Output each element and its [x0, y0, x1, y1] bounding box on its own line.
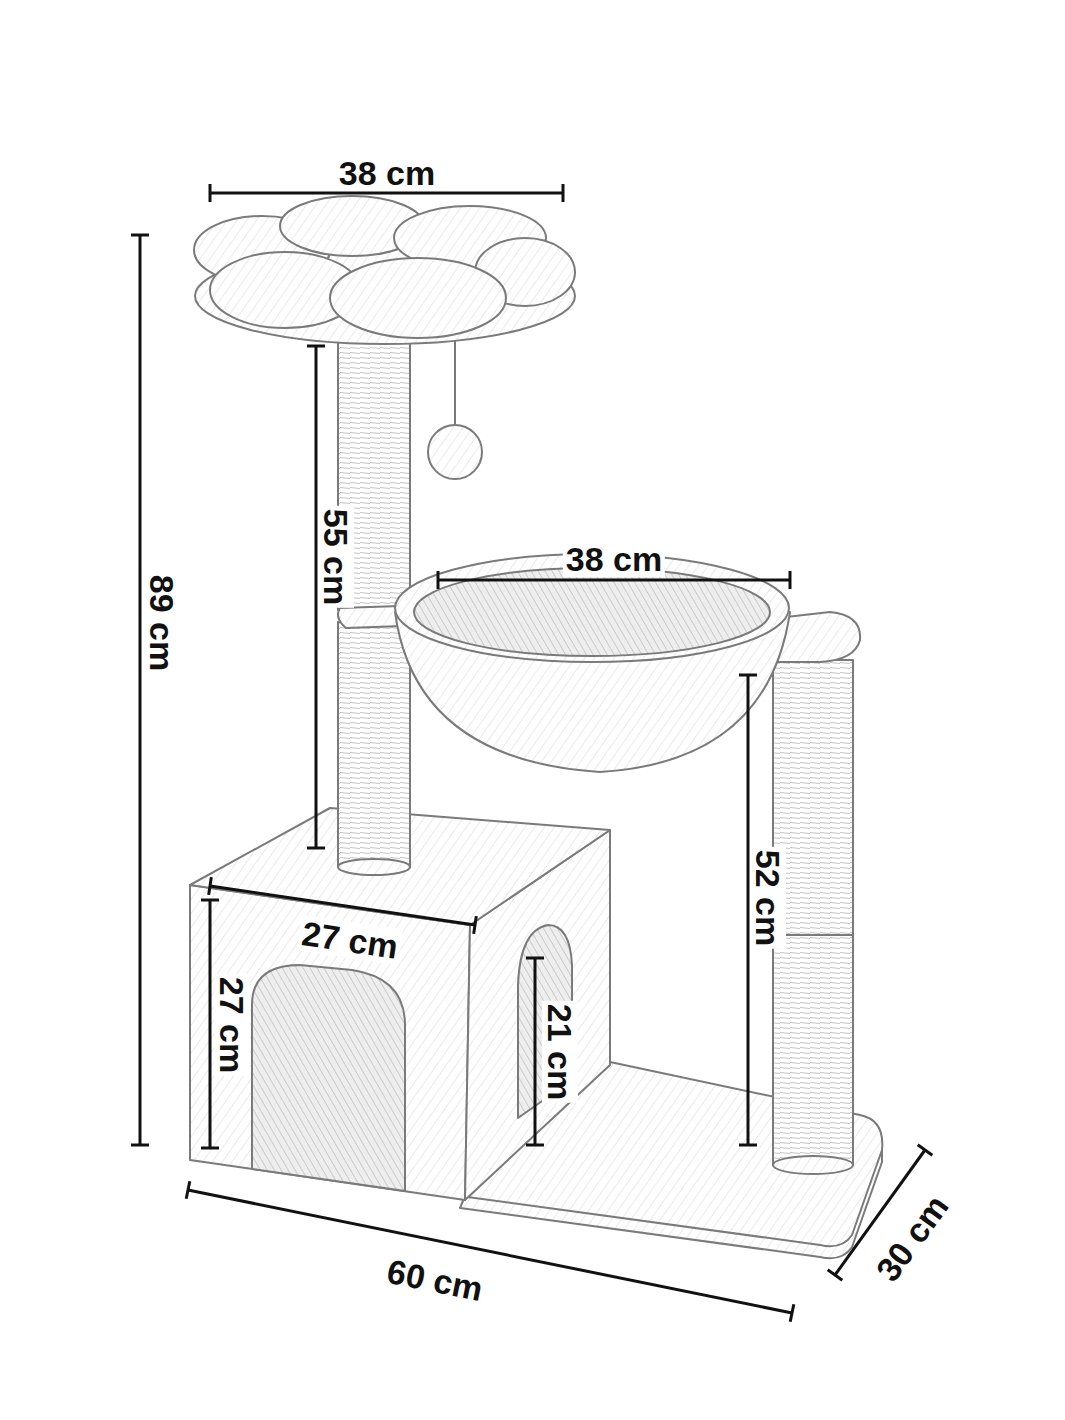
- dimension-label: 55 cm: [318, 506, 354, 608]
- dimension-line: [209, 900, 212, 1148]
- dimension-label: 30 cm: [867, 1186, 956, 1290]
- dimension-label: 38 cm: [563, 541, 665, 577]
- petal: [330, 258, 506, 338]
- dimension-line: [534, 958, 537, 1145]
- dimension-line: [210, 192, 563, 195]
- dimension-line: [188, 1190, 792, 1313]
- dimension-lines: [140, 193, 925, 1313]
- front-door: [252, 965, 405, 1191]
- ball-string: [454, 340, 456, 425]
- sketch: [190, 196, 882, 1258]
- base-edge: [460, 1150, 882, 1246]
- lower-post: [338, 622, 410, 867]
- dimension-label: 21 cm: [542, 1001, 578, 1103]
- dimension-line: [438, 579, 790, 582]
- dimension-label: 60 cm: [381, 1252, 489, 1308]
- dimension-line: [139, 235, 142, 1145]
- dimension-label: 27 cm: [214, 974, 250, 1076]
- right-post-lower: [773, 935, 853, 1165]
- dimension-label: 52 cm: [750, 847, 786, 949]
- dimension-label: 38 cm: [336, 155, 438, 191]
- dimension-line: [210, 886, 475, 925]
- house-front: [190, 885, 470, 1200]
- dimension-label: 89 cm: [144, 572, 180, 674]
- hammock-bracket: [338, 606, 402, 628]
- right-post-foot: [773, 1156, 853, 1174]
- toy-ball: [428, 425, 482, 479]
- post-foot: [338, 859, 410, 875]
